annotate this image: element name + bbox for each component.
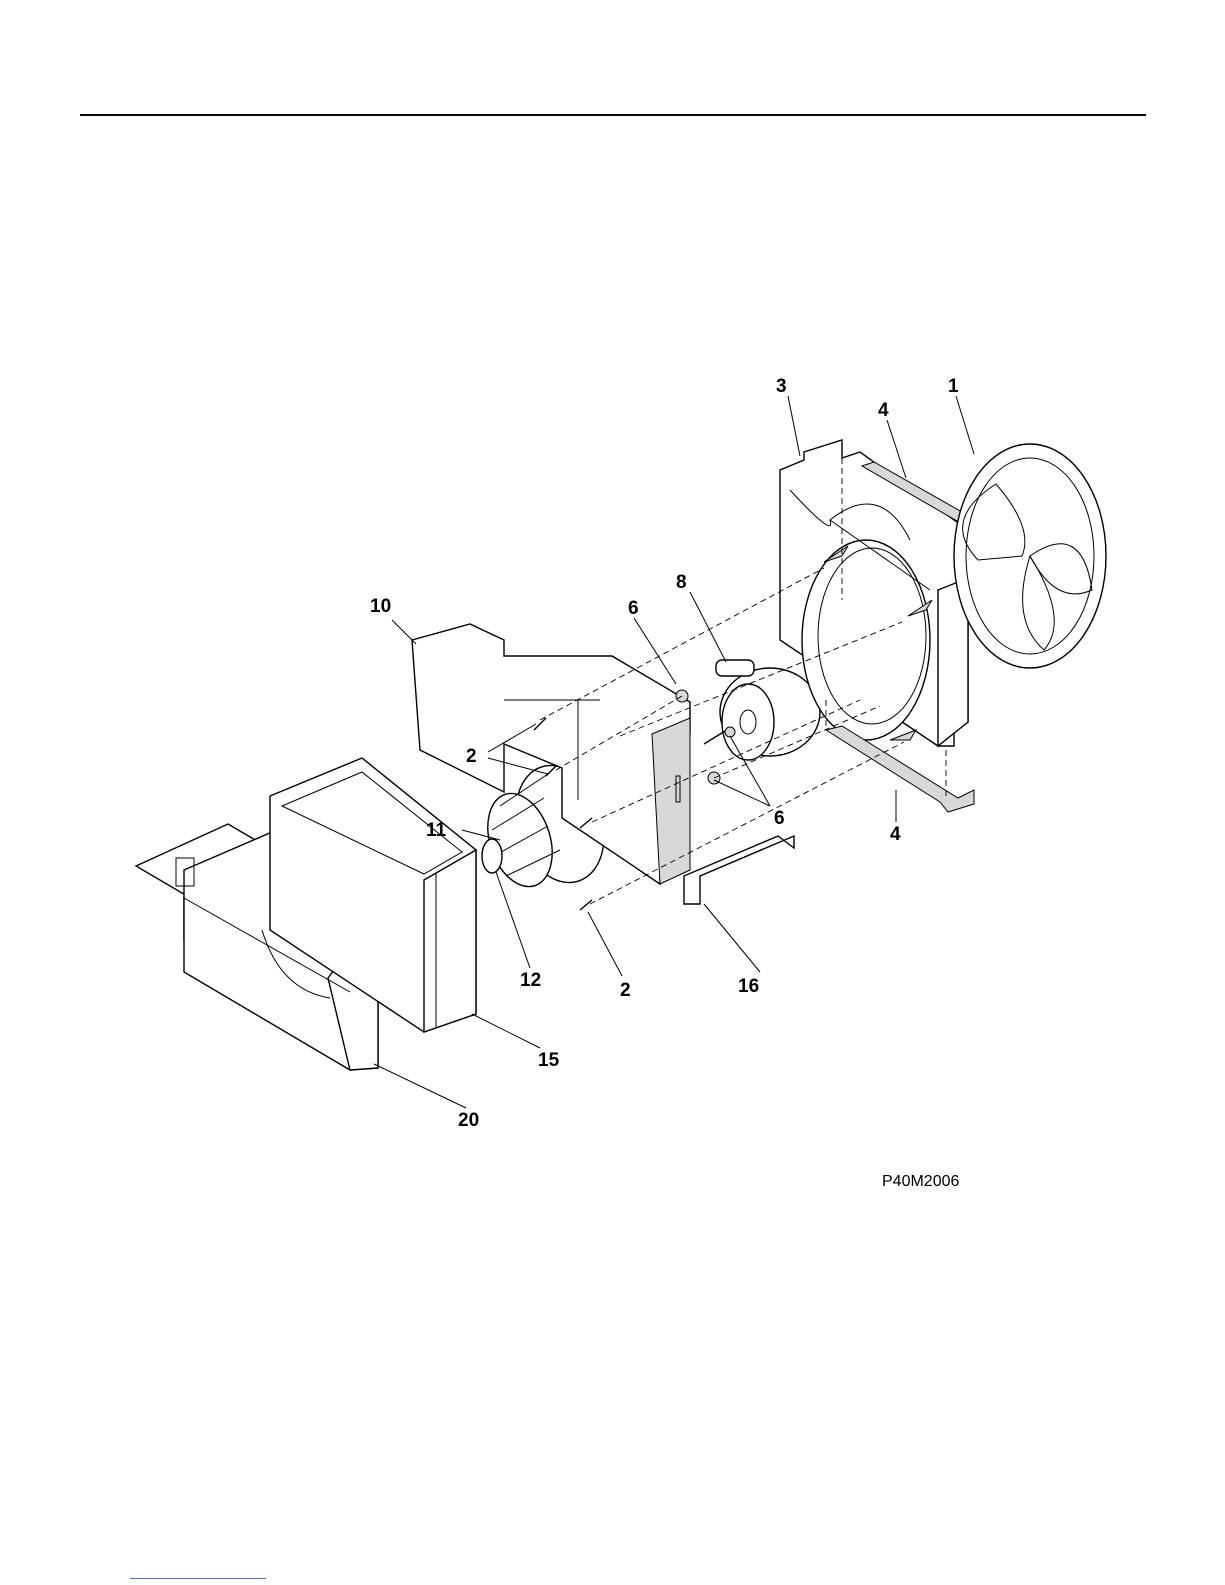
callout-2: 2: [620, 980, 631, 1001]
callout-1: 1: [948, 376, 959, 397]
callout-16: 16: [738, 976, 759, 997]
part-1-fan-blade: [954, 444, 1106, 668]
callout-4: 4: [890, 824, 901, 845]
figure-code: P40M2006: [882, 1173, 959, 1190]
callout-15: 15: [538, 1050, 560, 1071]
callout-8: 8: [676, 572, 687, 593]
callout-6: 6: [628, 598, 639, 619]
part-6-grommet: [676, 690, 688, 702]
callout-20: 20: [458, 1110, 479, 1131]
part-6-grommet: [725, 727, 735, 737]
callout-10: 10: [370, 596, 391, 617]
callout-3: 3: [776, 376, 787, 397]
callout-11: 11: [426, 820, 447, 841]
part-16-bracket: [684, 836, 794, 904]
part-2-screw: [580, 900, 592, 910]
callout-6: 6: [774, 808, 785, 829]
footer-link-underline[interactable]: [130, 1578, 266, 1579]
callout-4: 4: [878, 400, 889, 421]
part-12-clamp: [482, 839, 502, 873]
callout-12: 12: [520, 970, 541, 991]
callout-2: 2: [466, 746, 477, 767]
